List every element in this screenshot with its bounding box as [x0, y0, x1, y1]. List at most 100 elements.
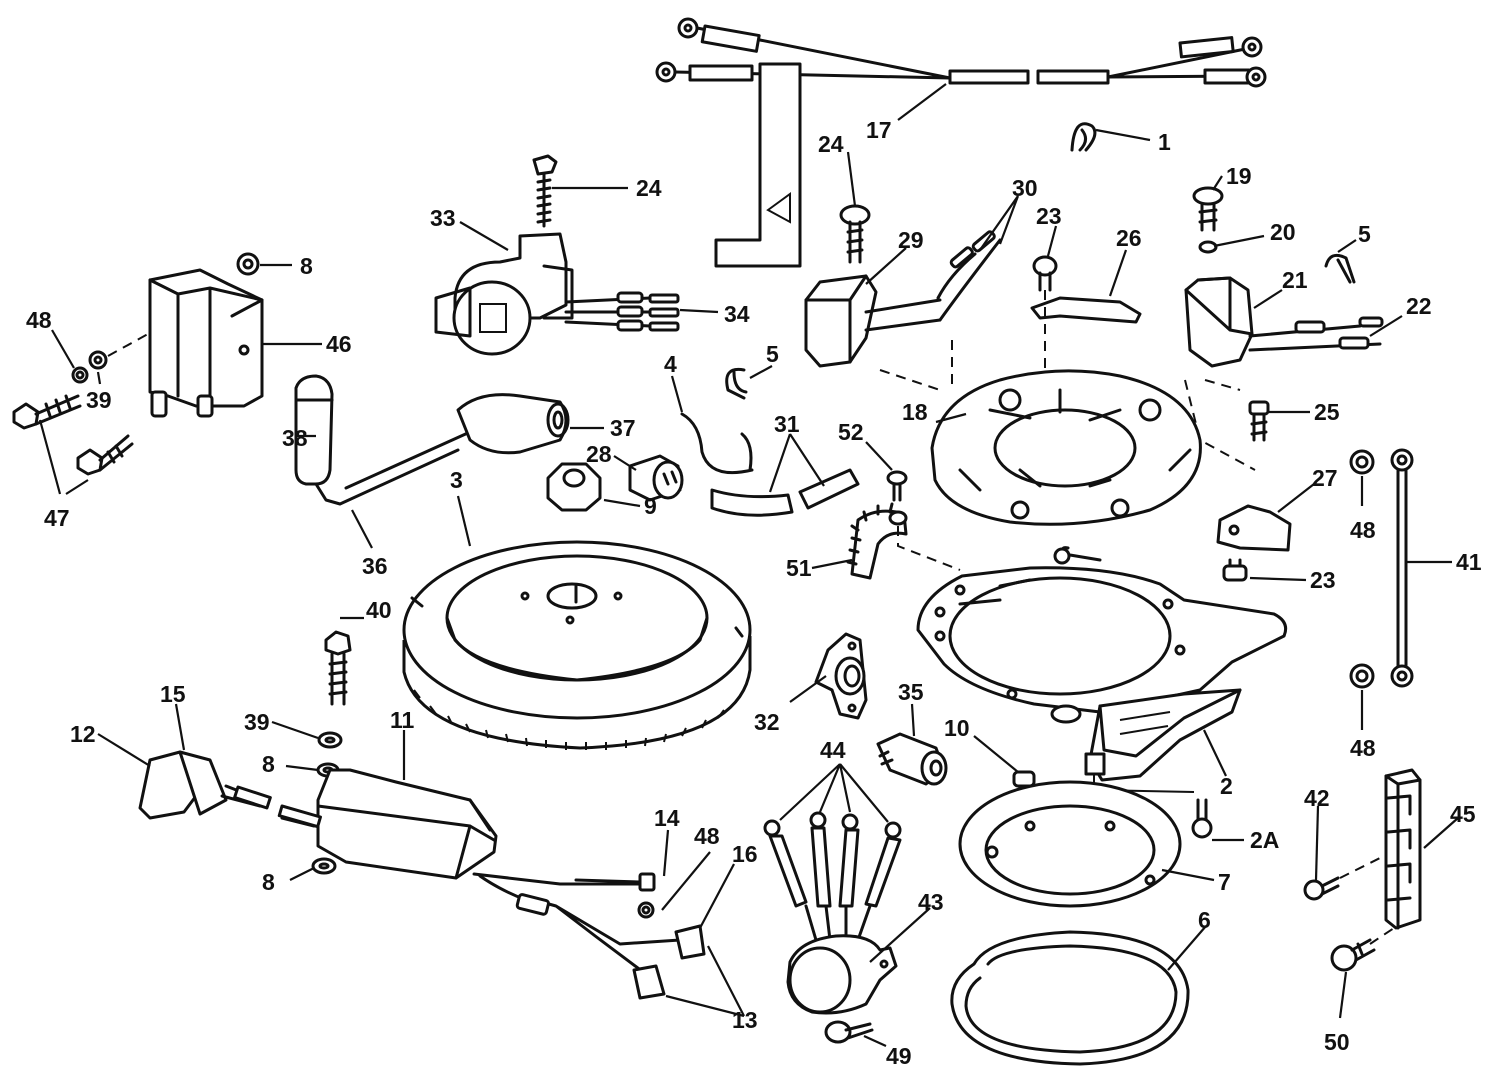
callout-40: 40	[366, 597, 392, 623]
callout-6: 6	[1198, 907, 1211, 933]
callout-8: 8	[300, 253, 313, 279]
callout-17: 17	[866, 117, 892, 143]
callout-7: 7	[1218, 869, 1231, 895]
callout-43: 43	[918, 889, 944, 915]
callout-35: 35	[898, 679, 924, 705]
callout-34: 34	[724, 301, 750, 327]
washer-39b	[317, 731, 343, 749]
callout-labels: 1 17 24 24 33 30 19 29 23 26 20 5 8 21 4…	[26, 117, 1482, 1069]
callout-8: 8	[262, 869, 275, 895]
callout-46: 46	[326, 331, 352, 357]
callout-4: 4	[664, 351, 677, 377]
callout-36: 36	[362, 553, 388, 579]
cap-35	[876, 732, 948, 786]
callout-15: 15	[160, 681, 186, 707]
callout-8: 8	[262, 751, 275, 777]
callout-42: 42	[1304, 785, 1330, 811]
bracket-26	[1030, 296, 1142, 324]
callout-44: 44	[820, 737, 846, 763]
callout-48: 48	[694, 823, 720, 849]
callout-13: 13	[732, 1007, 758, 1033]
dashed-guide	[107, 333, 149, 357]
screw-23b	[1222, 558, 1248, 582]
callout-24: 24	[636, 175, 662, 201]
callout-32: 32	[754, 709, 780, 735]
screw-24b	[839, 204, 871, 264]
gear-segment	[846, 502, 908, 580]
lockwasher-48d	[637, 901, 655, 919]
callout-48: 48	[1350, 517, 1376, 543]
dashed-guide	[879, 340, 1256, 471]
callout-5: 5	[1358, 221, 1371, 247]
callout-19: 19	[1226, 163, 1252, 189]
bracket-27	[1216, 504, 1292, 552]
callout-10: 10	[944, 715, 970, 741]
rectifier-wires	[472, 872, 706, 1000]
callout-38: 38	[282, 425, 308, 451]
armature-plate	[916, 546, 1288, 724]
callout-27: 27	[1312, 465, 1338, 491]
screw-23a	[1032, 255, 1058, 292]
callout-26: 26	[1116, 225, 1142, 251]
spring-clip-4	[680, 412, 754, 475]
callout-20: 20	[1270, 219, 1296, 245]
callout-41: 41	[1456, 549, 1482, 575]
callout-1: 1	[1158, 129, 1171, 155]
callout-51: 51	[786, 555, 812, 581]
callout-45: 45	[1450, 801, 1476, 827]
ignition-coil	[148, 268, 264, 418]
lockwasher-48b	[1349, 449, 1375, 475]
terminal-leads	[763, 811, 902, 942]
screw-50	[1330, 938, 1376, 972]
bolt-40	[324, 630, 352, 706]
terminal-block	[1384, 768, 1422, 930]
throttle-cam-arm	[1084, 688, 1242, 782]
spark-plug-lead	[294, 374, 570, 506]
callout-48: 48	[1350, 735, 1376, 761]
wiring-harness	[655, 17, 1267, 268]
plug-28	[628, 454, 684, 502]
callout-49: 49	[886, 1043, 912, 1069]
clip	[1070, 122, 1097, 152]
bushing-32	[814, 632, 868, 720]
flywheel-nut	[546, 462, 602, 512]
callout-22: 22	[1406, 293, 1432, 319]
connector-15	[138, 750, 272, 820]
callout-47: 47	[44, 505, 70, 531]
callout-30: 30	[1012, 175, 1038, 201]
leader-lines	[38, 83, 1459, 1048]
flywheel	[402, 540, 752, 750]
sensor-assembly	[434, 232, 680, 356]
callout-2a: 2A	[1250, 827, 1279, 853]
callout-23: 23	[1310, 567, 1336, 593]
clip-5b	[725, 367, 748, 400]
callout-12: 12	[70, 721, 96, 747]
screw-49	[824, 1020, 874, 1044]
starter-solenoid	[786, 934, 898, 1015]
callout-21: 21	[1282, 267, 1308, 293]
power-pack-module	[804, 230, 1002, 368]
callout-50: 50	[1324, 1029, 1350, 1055]
stator-module	[1184, 186, 1384, 368]
callout-39: 39	[244, 709, 270, 735]
screw-52	[886, 470, 908, 502]
retaining-ring	[950, 930, 1190, 1066]
clip-5a	[1324, 253, 1356, 284]
callout-3: 3	[450, 467, 463, 493]
callout-23: 23	[1036, 203, 1062, 229]
callout-39: 39	[86, 387, 112, 413]
callout-29: 29	[898, 227, 924, 253]
callout-48: 48	[26, 307, 52, 333]
bolts-47	[12, 394, 134, 476]
callout-5: 5	[766, 341, 779, 367]
lockwasher-48a	[71, 366, 89, 384]
callout-37: 37	[610, 415, 636, 441]
callout-25: 25	[1314, 399, 1340, 425]
dashed-guide	[1339, 855, 1385, 879]
callout-33: 33	[430, 205, 456, 231]
callout-2: 2	[1220, 773, 1233, 799]
screw-42	[1303, 876, 1340, 901]
washer-8a	[236, 252, 260, 276]
callout-9: 9	[644, 493, 657, 519]
